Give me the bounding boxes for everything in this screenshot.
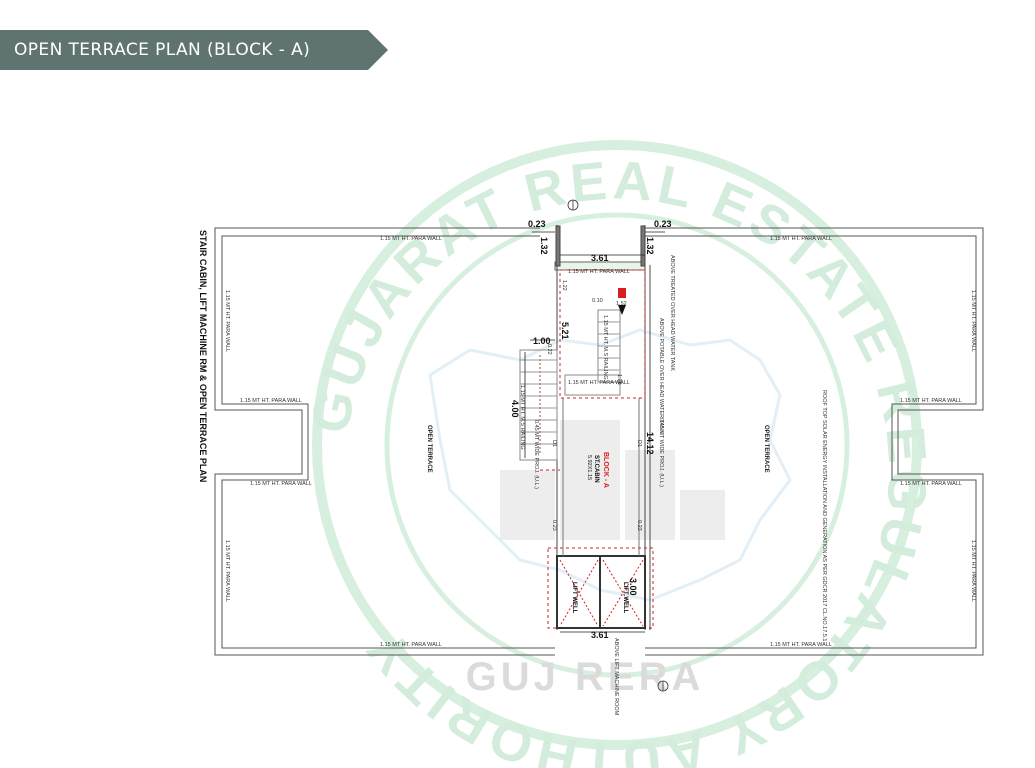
lift-well-label-right: LIFT WELL (622, 582, 628, 614)
dim-132-right: 1.32 (645, 237, 655, 255)
st-cabin-size: 5.92X1.15 (586, 455, 592, 480)
dim-300: 3.00 (628, 578, 638, 596)
water-tank-marker (618, 288, 626, 298)
watermark-bottom-text: GUJ RERA (466, 655, 705, 699)
para-wall-label-bottom-left: 1.15 MT HT. PARA WALL (380, 642, 442, 648)
para-wall-label-mid-right-top: 1.15 MT HT. PARA WALL (900, 398, 962, 404)
section-markers (567, 199, 669, 692)
dim-521: 5.21 (560, 322, 570, 340)
central-core (519, 225, 654, 630)
open-terrace-left-label: OPEN TERRACE (426, 425, 432, 473)
wide-projection-note: 0.45 MT WIDE PROJ. (U.L.) (658, 418, 664, 487)
dim-022: 0.22 (546, 344, 552, 355)
drawing-title-vertical: STAIR CABIN, LIFT MACHINE RM & OPEN TERR… (198, 230, 208, 482)
title-banner: OPEN TERRACE PLAN (BLOCK - A) (0, 30, 388, 70)
dim-400: 4.00 (510, 400, 520, 418)
lift-machine-room-note: ABOVE LIFT MACHINE ROOM (613, 638, 619, 716)
door-tag-right: D1 (636, 440, 642, 447)
para-wall-label-mid-right-bottom: 1.15 MT HT. PARA WALL (900, 481, 962, 487)
dim-126: 1.26 (616, 374, 622, 385)
dim-023-left: 0.23 (528, 219, 546, 229)
para-wall-label-side-right-top: 1.15 MT HT. PARA WALL (970, 290, 976, 352)
dim-023-small-right: 0.23 (636, 520, 642, 531)
para-wall-label-bottom-right: 1.15 MT HT. PARA WALL (770, 642, 832, 648)
dim-023-small-left: 0.23 (551, 520, 557, 531)
dim-152: 1.52 (616, 301, 627, 307)
para-wall-label-side-left-bottom: 1.15 MT HT. PARA WALL (224, 540, 230, 602)
page-title: OPEN TERRACE PLAN (BLOCK - A) (14, 40, 311, 60)
solar-note: ROOF TOP SOLAR ENERGY INSTALLATION AND G… (821, 390, 827, 641)
dim-023-right: 0.23 (654, 219, 672, 229)
treated-water-tank-note: ABOVE TREATED OVER HEAD WATER TANK (669, 255, 675, 371)
open-terrace-right-label: OPEN TERRACE (763, 425, 769, 473)
para-wall-label-top-right: 1.15 MT HT. PARA WALL (770, 236, 832, 242)
wide-projection-note-left: 0.45 MT WIDE PROJ. (U.L.) (533, 420, 539, 489)
north-arrow-icon (618, 305, 626, 315)
dim-1412: 14.12 (645, 432, 655, 455)
dim-100: 1.00 (533, 336, 551, 346)
lift-well-label-left: LIFT WELL (571, 582, 577, 614)
railing-label-left: 1.15 MT HT. M.S RAILING (519, 385, 525, 450)
stair-cabin-para-label: 1.15 MT HT. PARA WALL (568, 380, 630, 386)
para-wall-label-mid-left-top: 1.15 MT HT. PARA WALL (240, 398, 302, 404)
dim-122: 1.22 (561, 280, 567, 291)
potable-water-tank-note: ABOVE POTABLE OVER HEAD WATER TANK (658, 318, 664, 434)
para-wall-label-top-left: 1.15 MT HT. PARA WALL (380, 236, 442, 242)
para-wall-label-side-right-bottom: 1.15 MT HT. PARA WALL (970, 540, 976, 602)
dim-361-bottom: 3.61 (591, 630, 609, 640)
para-wall-label-mid-left-bottom: 1.15 MT HT. PARA WALL (250, 481, 312, 487)
dim-361-top: 3.61 (591, 253, 609, 263)
door-tag-left: D1 (551, 440, 557, 447)
dim-010: 0.10 (592, 298, 603, 304)
st-cabin-label: ST.CABIN (593, 455, 599, 483)
dim-132-left: 1.32 (539, 237, 549, 255)
stair-para-wall-label: 1.15 MT HT. PARA WALL (568, 269, 630, 275)
block-label: BLOCK - A (602, 452, 609, 488)
para-wall-label-side-left-top: 1.15 MT HT. PARA WALL (224, 290, 230, 352)
railing-label-stair: 1.15 MT HT. M.S RAILING (602, 315, 608, 380)
terrace-outline (214, 227, 984, 656)
